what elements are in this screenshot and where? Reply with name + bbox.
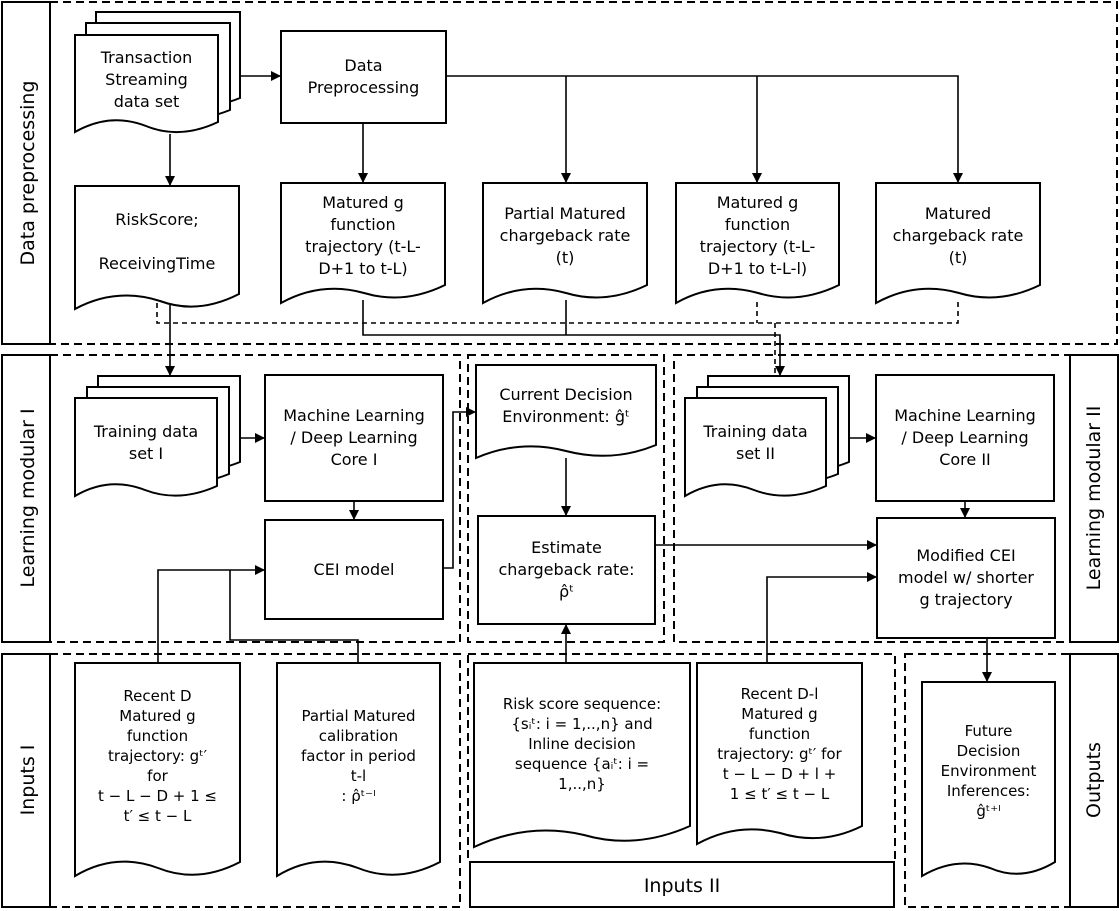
cei-model-label: CEI model [313, 559, 395, 579]
matured-g-traj-label: Matured g function trajectory (t-L- D+1 … [305, 193, 421, 278]
inputs-2-label: Inputs II [644, 875, 720, 897]
estimate-cb-label: Estimate chargeback rate: ρ̂ᵗ [498, 538, 635, 601]
matured-g-l-doc-shape [675, 182, 840, 305]
ml-core-2-label: Machine Learning / Deep Learning Core II [894, 406, 1036, 469]
matured-cb-doc-shape [875, 182, 1041, 305]
data-preprocessing-box [280, 30, 447, 124]
outputs-label: Outputs [1083, 742, 1105, 818]
inputs-1-region [49, 653, 461, 908]
recent-d-doc-shape [74, 662, 241, 878]
training-set-1-label: Training data set I [93, 422, 199, 463]
future-env-doc-shape [921, 681, 1056, 878]
partial-calibration-doc-shape [276, 662, 441, 878]
learning-modular-1-label: Learning modular I [17, 408, 39, 587]
current-env-doc-shape [475, 364, 657, 460]
training-set-2-shape [684, 375, 850, 498]
transaction-streaming-shape [74, 11, 241, 134]
dashed-connectors [156, 302, 959, 375]
matured-cb-label: Matured chargeback rate (t) [892, 204, 1024, 267]
risk-score-seq-doc-shape [473, 662, 691, 849]
training-set-1-shape [74, 375, 241, 498]
current-environment-region [467, 354, 665, 643]
ml-core-1-label: Machine Learning / Deep Learning Core I [283, 406, 425, 469]
estimate-cb-box [477, 515, 656, 625]
transaction-streaming-label: Transaction Streaming data set [100, 48, 193, 111]
current-env-label: Current Decision Environment: ĝᵗ [499, 385, 633, 426]
risk-score-seq-label: Risk score sequence: {sᵢᵗ: i = 1,..,n} a… [502, 695, 662, 793]
inputs-1-label: Inputs I [17, 745, 39, 816]
inputs-2-region [467, 653, 896, 863]
partial-calibration-label: Partial Matured calibration factor in pe… [301, 707, 416, 805]
riskscore-doc-shape [74, 185, 240, 311]
ml-core-1-box [264, 374, 444, 502]
riskscore-receivingtime-label: RiskScore; ReceivingTime [98, 210, 216, 273]
data-preprocessing-region [49, 1, 1118, 345]
partial-matured-cb-label: Partial Matured chargeback rate (t) [499, 204, 631, 267]
data-preprocessing-label: Data preprocessing [17, 81, 39, 266]
connectors [157, 71, 992, 682]
matured-g-traj-l-label: Matured g function trajectory (t-L- D+1 … [699, 193, 816, 278]
learning-modular-2-label: Learning modular II [1083, 406, 1105, 591]
recent-dl-traj-label: Recent D-l Matured g function trajectory… [717, 685, 842, 803]
ml-core-2-box [875, 374, 1055, 502]
cei-model-box [264, 519, 444, 620]
learning-modular-2-region [673, 354, 1071, 643]
training-set-2-label: Training data set II [703, 422, 808, 463]
learning-modular-1-region [49, 354, 461, 643]
modified-cei-label: Modified CEI model w/ shorter g trajecto… [897, 546, 1034, 609]
future-env-label: Future Decision Environment Inferences: … [940, 722, 1037, 820]
data-preprocessing-box-label: Data Preprocessing [307, 56, 420, 97]
recent-d-traj-label: Recent D Matured g function trajectory: … [98, 687, 217, 825]
matured-g-doc-shape [280, 182, 446, 305]
modified-cei-box [876, 517, 1056, 639]
recent-dl-doc-shape [696, 662, 863, 846]
partial-matured-cb-doc-shape [482, 182, 648, 305]
